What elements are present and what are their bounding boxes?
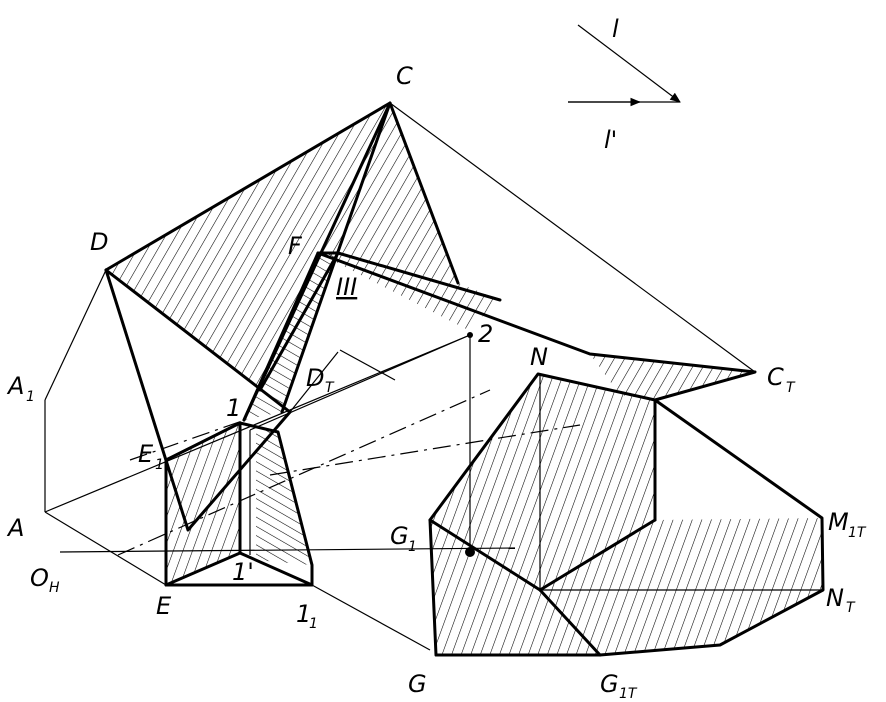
label-OH-sub: H [49, 580, 60, 596]
label-NT-sub: T [846, 600, 856, 616]
label-A: A [6, 514, 24, 542]
label-2: 2 [478, 320, 493, 348]
light-direction-arrows [568, 24, 681, 107]
point-labels: l l' C D F III 2 N C T D T A 1 A E 1 1 G… [6, 15, 867, 702]
label-D: D [90, 228, 108, 256]
label-N: N [530, 343, 548, 371]
label-M1T: M [828, 508, 849, 536]
label-III: III [336, 273, 357, 301]
label-NT: N [826, 584, 844, 612]
label-DT-sub: T [325, 380, 335, 396]
ridge-shadow [318, 253, 500, 330]
label-CT-sub: T [786, 380, 796, 396]
label-G1T: G [600, 670, 619, 698]
point-2-marker [467, 332, 473, 338]
roof-shadow-right [590, 354, 755, 400]
label-G1T-sub: 1T [619, 686, 638, 702]
label-G1: G [390, 522, 409, 550]
label-C: C [396, 62, 413, 90]
label-1: 1 [226, 394, 241, 422]
construction-lines [44, 102, 822, 651]
label-F: F [288, 232, 303, 260]
label-l: l [612, 15, 619, 43]
label-1-prime: 1' [232, 558, 254, 586]
chimney-shadow-right [256, 426, 312, 565]
label-1-1: 1 [296, 600, 311, 628]
label-l-prime: l' [604, 126, 617, 154]
label-G: G [408, 670, 427, 698]
label-OH: O [30, 564, 49, 592]
label-E: E [156, 592, 172, 620]
label-DT: D [306, 364, 324, 392]
label-CT: C [767, 363, 784, 391]
label-E1: E [138, 440, 154, 468]
wall-shadow-front [430, 374, 655, 590]
shadow-hatching [106, 103, 823, 655]
label-1-1-sub: 1 [309, 616, 318, 632]
label-G1-sub: 1 [408, 539, 417, 555]
ground-shadow-right [430, 518, 823, 655]
ground-point-marker [465, 547, 475, 557]
label-M1T-sub: 1T [848, 525, 867, 541]
label-A1-sub: 1 [26, 389, 35, 405]
main-contours [104, 101, 825, 657]
chimney-shadow-left [166, 423, 240, 585]
dash-dot-lines [117, 389, 581, 556]
roof-slope-shadow-left [106, 103, 458, 412]
label-A1: A [6, 372, 24, 400]
label-E1-sub: 1 [155, 457, 164, 473]
